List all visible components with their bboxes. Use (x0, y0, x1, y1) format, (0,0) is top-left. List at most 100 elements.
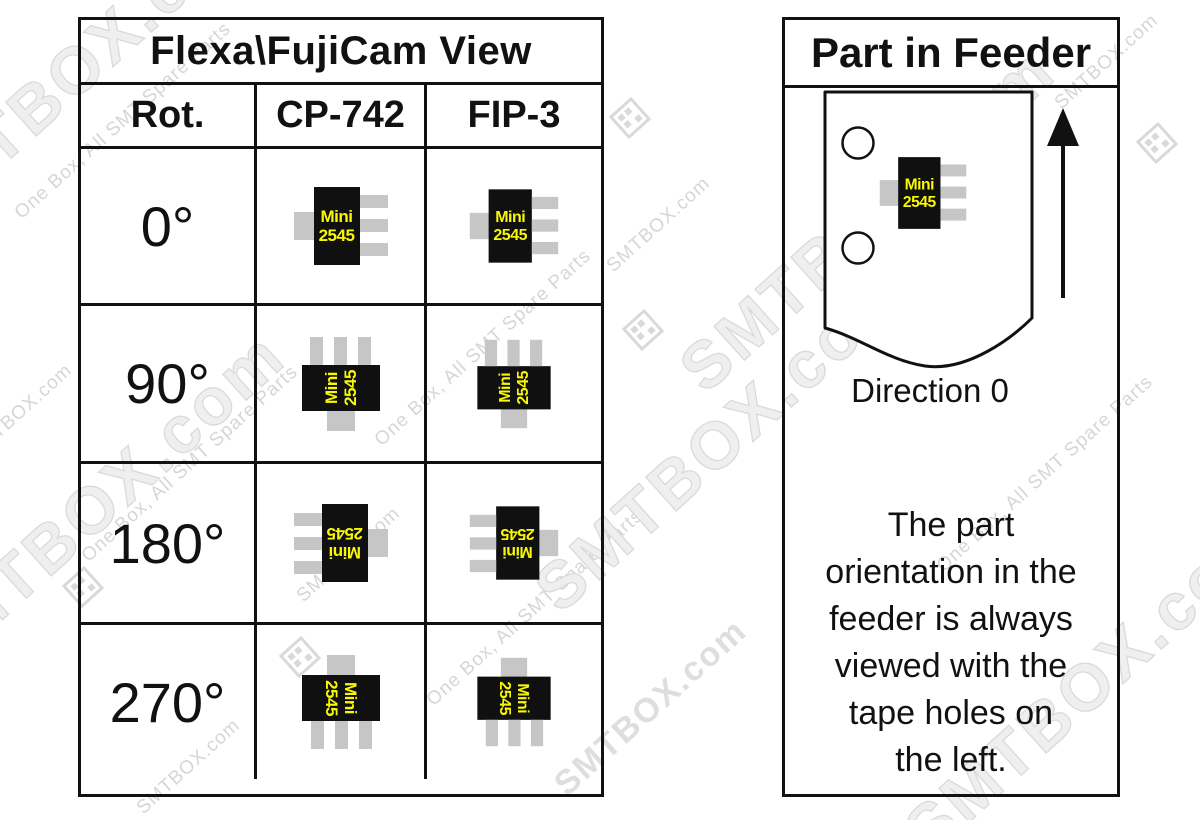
chip-marking-line2: 2545 (493, 226, 528, 244)
chip-marking-line1: Mini (496, 372, 514, 403)
camera-view-table: Flexa\FujiCam View Rot. CP-742 FIP-3 0° … (78, 17, 604, 797)
chip-marking-line1: Mini (502, 543, 533, 561)
chip-body: Mini 2545 (488, 189, 532, 263)
chip-lead-right-1 (940, 164, 967, 177)
chip-body: Mini 2545 (301, 675, 380, 721)
feeder-orientation-note: The part orientation in the feeder is al… (785, 502, 1117, 784)
chip-marking-line1: Mini (321, 371, 341, 404)
chip-marking-line2: 2545 (321, 680, 341, 716)
chip-lead-right-1 (293, 561, 322, 574)
chip-marking-line1: Mini (320, 207, 354, 226)
chip-marking-line1: Mini (328, 543, 361, 562)
feeder-panel-title: Part in Feeder (785, 20, 1117, 88)
column-header-cp742: CP-742 (257, 85, 427, 149)
component-chip: Mini 2545 (301, 336, 380, 431)
chip-lead-right-3 (310, 721, 324, 749)
column-header-fip3: FIP-3 (427, 85, 601, 149)
chip-lead-left (326, 655, 355, 677)
chip-marking-line2: 2545 (496, 681, 514, 716)
table-title: Flexa\FujiCam View (81, 20, 601, 85)
chip-body: Mini 2545 (898, 157, 941, 229)
watermark-qr-icon (1135, 121, 1179, 165)
chip-lead-right-1 (531, 196, 559, 210)
watermark-text: SMTBOX.com (602, 172, 715, 277)
watermark-qr-icon (621, 308, 665, 352)
rotation-label-0: 0° (81, 149, 257, 306)
note-line: orientation in the (825, 553, 1077, 591)
component-chip: Mini 2545 (293, 187, 388, 265)
sprocket-hole-top (841, 126, 875, 160)
chip-lead-right-2 (334, 721, 348, 749)
chip-lead-right-1 (358, 721, 372, 749)
rotation-label-270: 270° (81, 625, 257, 779)
chip-lead-right-2 (293, 537, 322, 550)
cp742-view-270deg: Mini 2545 (257, 625, 427, 779)
chip-marking-line1: Mini (340, 682, 360, 714)
chip-lead-left (500, 657, 528, 679)
cp742-view-90deg: Mini 2545 (257, 306, 427, 464)
chip-marking-line2: 2545 (902, 193, 936, 211)
component-chip: Mini 2545 (477, 657, 551, 747)
component-chip: Mini 2545 (477, 339, 551, 428)
chip-lead-right-2 (333, 336, 347, 365)
note-line: tape holes on (848, 694, 1054, 732)
chip-lead-right-1 (484, 339, 498, 366)
watermark-qr-icon (608, 96, 652, 140)
feed-direction-arrow-head (1047, 108, 1079, 146)
note-line: feeder is always (829, 600, 1073, 638)
chip-lead-right-2 (508, 719, 521, 747)
chip-lead-left (500, 407, 528, 428)
chip-lead-left (293, 212, 316, 240)
chip-marking-line2: 2545 (514, 370, 532, 405)
note-line: the left. (895, 741, 1007, 779)
component-chip-in-feeder: Mini 2545 (879, 157, 967, 229)
chip-lead-right-3 (357, 336, 371, 365)
chip-body: Mini 2545 (321, 504, 368, 582)
chip-lead-right-3 (293, 513, 322, 526)
chip-lead-right-2 (531, 219, 559, 232)
chip-lead-left (326, 408, 355, 431)
part-in-feeder-panel: Part in Feeder Mini 2545 Direction 0 The… (782, 17, 1120, 797)
chip-lead-left (879, 180, 900, 206)
watermark-text: SMTBOX.com (0, 359, 77, 464)
fip3-view-90deg: Mini 2545 (427, 306, 601, 464)
sprocket-hole-bottom (841, 231, 875, 265)
rotation-label-180: 180° (81, 464, 257, 625)
column-header-rot: Rot. (81, 85, 257, 149)
chip-marking-line1: Mini (904, 175, 935, 193)
cp742-view-0deg: Mini 2545 (257, 149, 427, 306)
chip-lead-right-1 (469, 559, 497, 573)
component-chip: Mini 2545 (293, 504, 388, 582)
chip-lead-right-2 (507, 339, 520, 366)
chip-lead-right-3 (940, 208, 967, 221)
chip-marking-line1: Mini (514, 683, 532, 714)
note-line: viewed with the (834, 647, 1068, 685)
chip-body: Mini 2545 (477, 365, 551, 409)
fip3-view-270deg: Mini 2545 (427, 625, 601, 779)
component-chip: Mini 2545 (469, 189, 559, 263)
chip-body: Mini 2545 (496, 506, 540, 580)
fip3-view-180deg: Mini 2545 (427, 464, 601, 625)
chip-lead-right-1 (359, 195, 388, 208)
chip-lead-right-3 (359, 243, 388, 256)
chip-lead-left (469, 212, 491, 240)
chip-lead-right-1 (530, 719, 544, 747)
note-line: The part (887, 506, 1015, 544)
chip-lead-right-2 (359, 219, 388, 232)
component-chip: Mini 2545 (301, 655, 380, 749)
chip-lead-right-2 (940, 186, 967, 199)
chip-body: Mini 2545 (477, 676, 551, 720)
chip-marking-line2: 2545 (340, 369, 360, 406)
chip-lead-right-3 (529, 339, 543, 366)
chip-lead-left (537, 529, 559, 557)
cp742-view-180deg: Mini 2545 (257, 464, 427, 625)
chip-lead-right-3 (531, 241, 559, 255)
chip-lead-right-1 (309, 336, 323, 365)
fip3-view-0deg: Mini 2545 (427, 149, 601, 306)
chip-marking-line2: 2545 (500, 525, 535, 543)
rotation-label-90: 90° (81, 306, 257, 464)
chip-marking-line2: 2545 (318, 226, 355, 245)
chip-body: Mini 2545 (313, 187, 360, 265)
chip-marking-line1: Mini (495, 208, 526, 226)
